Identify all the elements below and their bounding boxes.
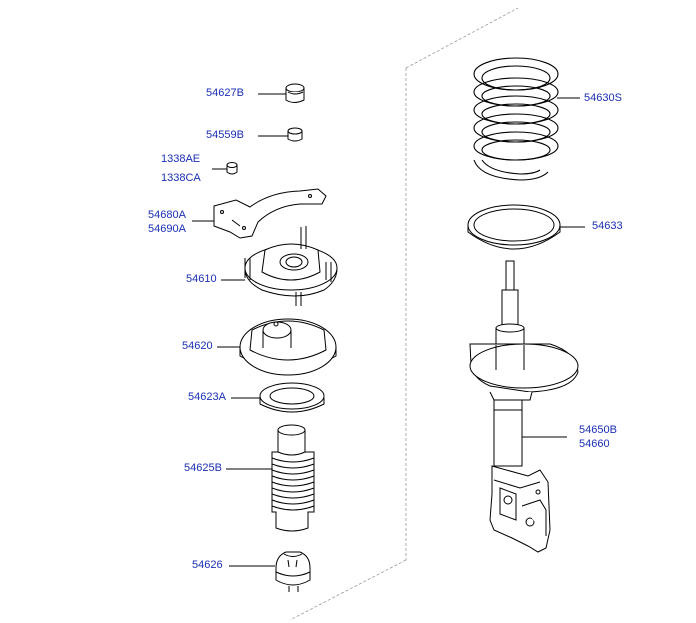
- part-54625b-dust-boot: [271, 424, 315, 532]
- callout-54680a[interactable]: 54680A: [148, 209, 186, 221]
- leader-lines: [192, 93, 585, 567]
- part-54559b-nut: [287, 127, 303, 142]
- part-54650b-strut-assembly: [469, 260, 579, 553]
- part-54623a-bearing-ring: [259, 382, 325, 413]
- callout-54633[interactable]: 54633: [592, 220, 623, 232]
- part-54610-strut-mount: [244, 226, 338, 306]
- callout-54623a[interactable]: 54623A: [188, 391, 226, 403]
- part-54620-spring-seat: [239, 318, 337, 376]
- callout-54630s[interactable]: 54630S: [584, 92, 622, 104]
- callout-54690a[interactable]: 54690A: [148, 223, 186, 235]
- callout-54626[interactable]: 54626: [192, 559, 223, 571]
- part-54633-spring-pad: [467, 204, 561, 250]
- callout-54625b[interactable]: 54625B: [184, 462, 222, 474]
- callout-54610[interactable]: 54610: [186, 273, 217, 285]
- part-54626-bump-stopper: [275, 551, 311, 592]
- part-54627b-dust-cap: [285, 83, 305, 103]
- callout-54627b[interactable]: 54627B: [206, 87, 244, 99]
- part-1338-small-nut: [226, 162, 238, 175]
- callout-1338ae[interactable]: 1338AE: [161, 153, 201, 165]
- part-54630s-coil-spring: [473, 57, 559, 181]
- assembly-frame: [289, 7, 519, 621]
- callout-1338ca[interactable]: 1338CA: [161, 172, 201, 184]
- callout-54650b[interactable]: 54650B: [579, 424, 617, 436]
- callout-54559b[interactable]: 54559B: [206, 129, 244, 141]
- callout-54620[interactable]: 54620: [182, 340, 213, 352]
- part-54680a-bracket: [213, 188, 327, 239]
- callout-54660[interactable]: 54660: [579, 438, 610, 450]
